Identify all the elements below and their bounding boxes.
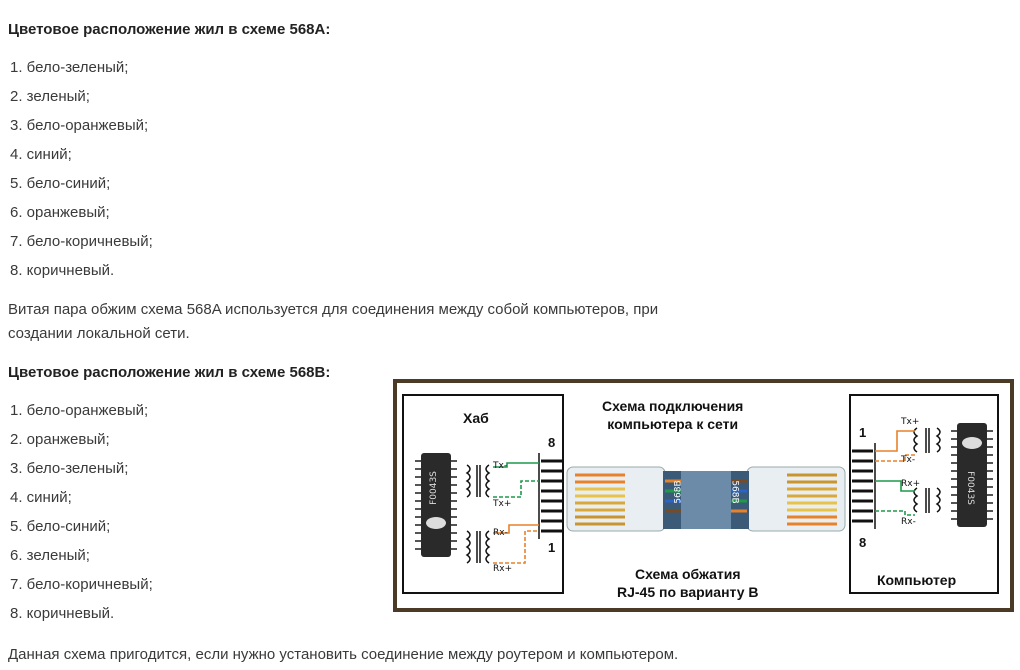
pc-pin-top-label: 1	[859, 425, 867, 440]
paragraph-line: Витая пара обжим схема 568A используется…	[8, 301, 659, 318]
list-item: 3. бело-зеленый;	[10, 460, 129, 477]
list-item: 1. бело-зеленый;	[10, 59, 129, 76]
computer-box	[849, 394, 999, 594]
hub-box	[402, 394, 564, 594]
crimp-title-line: Схема обжатия	[635, 566, 741, 582]
pc-tx-plus-label: Tx+	[901, 417, 920, 427]
list-item: 5. бело-синий;	[10, 518, 111, 535]
computer-transformer-icon	[913, 427, 941, 513]
list-item: 4. синий;	[10, 146, 72, 163]
right-rj45-plug-icon	[746, 466, 846, 532]
paragraph-568a: Витая пара обжим схема 568A используется…	[8, 298, 658, 346]
hub-port-pins	[541, 459, 562, 533]
hub-label: Хаб	[463, 410, 489, 426]
list-568a: 1. бело-зеленый; 2. зеленый; 3. бело-ора…	[10, 53, 153, 285]
cable-icon	[663, 471, 749, 529]
left-rj45-plug-icon	[566, 466, 666, 532]
list-item: 8. коричневый.	[10, 262, 115, 279]
computer-wires	[875, 430, 915, 516]
list-item: 4. синий;	[10, 489, 72, 506]
hub-pin-bottom-label: 1	[548, 540, 556, 555]
hub-rx-minus-label: Rx-	[493, 528, 508, 538]
hub-tx-minus-label: Tx-	[493, 461, 508, 471]
pc-tx-minus-label: Tx-	[901, 455, 916, 465]
list-item: 2. оранжевый;	[10, 431, 110, 448]
hub-transformer-icon	[465, 464, 491, 564]
list-item: 7. бело-коричневый;	[10, 233, 153, 250]
computer-chip-icon	[951, 423, 993, 527]
pc-pin-bottom-label: 8	[859, 535, 867, 550]
connection-diagram: Хаб Схема подключения компьютера к сети …	[393, 379, 1014, 612]
list-item: 1. бело-оранжевый;	[10, 402, 149, 419]
pc-rx-plus-label: Rx+	[901, 479, 921, 489]
list-item: 2. зеленый;	[10, 88, 90, 105]
left-plug-label: 568B	[673, 480, 684, 504]
hub-chip-label: F0043S	[428, 471, 439, 505]
computer-label: Компьютер	[877, 572, 957, 588]
right-plug-label: 568B	[729, 480, 740, 504]
heading-568a: Цветовое расположение жил в схеме 568A:	[8, 21, 331, 38]
hub-tx-plus-label: Tx+	[493, 499, 512, 509]
paragraph-568b: Данная схема пригодится, если нужно уста…	[8, 646, 679, 663]
hub-rx-plus-label: Rx+	[493, 564, 513, 574]
hub-wires	[493, 462, 539, 564]
list-item: 3. бело-оранжевый;	[10, 117, 149, 134]
list-item: 6. оранжевый;	[10, 204, 110, 221]
heading-568b: Цветовое расположение жил в схеме 568B:	[8, 364, 331, 381]
computer-port-pins	[852, 449, 873, 523]
list-item: 8. коричневый.	[10, 605, 115, 622]
diagram-graphics	[402, 394, 999, 594]
diagram-title: Схема подключения компьютера к сети	[602, 397, 743, 433]
paragraph-line: создании локальной сети.	[8, 325, 190, 342]
computer-chip-label: F0043S	[964, 471, 975, 505]
diagram-title-line: Схема подключения	[602, 398, 744, 414]
diagram-title-line: компьютера к сети	[607, 416, 739, 432]
list-568b: 1. бело-оранжевый; 2. оранжевый; 3. бело…	[10, 396, 153, 628]
crimp-title-line: RJ-45 по варианту B	[617, 584, 759, 600]
list-item: 6. зеленый;	[10, 547, 90, 564]
list-item: 7. бело-коричневый;	[10, 576, 153, 593]
list-item: 5. бело-синий;	[10, 175, 111, 192]
pc-rx-minus-label: Rx-	[901, 517, 916, 527]
crimp-title: Схема обжатия RJ-45 по варианту B	[617, 565, 759, 601]
hub-chip-icon	[415, 453, 457, 557]
hub-pin-top-label: 8	[548, 435, 556, 450]
